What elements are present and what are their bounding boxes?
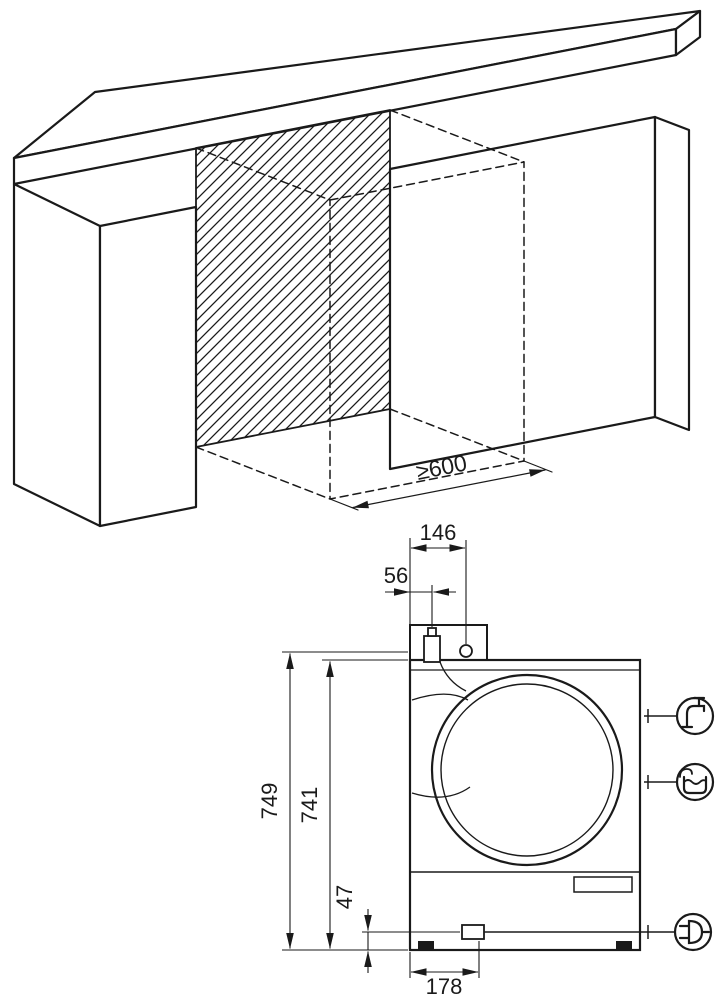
- dimension-annotations: [282, 538, 480, 978]
- service-flap: [573, 876, 633, 893]
- foot-right: [616, 941, 632, 950]
- worktop-right-end: [674, 9, 702, 57]
- dim-178-label: 178: [426, 974, 463, 999]
- niche-width-dimension: [329, 460, 553, 511]
- dim-146-label: 146: [420, 520, 457, 545]
- water-tap-icon: [675, 696, 715, 736]
- extension-line: [523, 460, 553, 473]
- dim-47-label: 47: [332, 885, 357, 909]
- door-outer-ring: [430, 673, 624, 867]
- left-cabinet-front: [98, 205, 198, 528]
- extension-line: [329, 498, 359, 511]
- foot-left: [418, 941, 434, 950]
- water-inlet-valve: [423, 635, 441, 663]
- right-cabinet-side: [653, 115, 691, 432]
- left-end-panel: [12, 182, 102, 528]
- water-inlet-valve-nub: [427, 627, 437, 637]
- door-inner-ring: [440, 683, 614, 857]
- drain-hose-outlet: [459, 644, 473, 658]
- dim-741-label: 741: [297, 787, 322, 824]
- isometric-niche-view: ≥600: [12, 9, 702, 528]
- dim-56-label: 56: [384, 563, 408, 588]
- power-cord-box: [461, 924, 485, 940]
- front-elevation-view: [408, 624, 674, 952]
- niche-hatched-section: [195, 109, 391, 448]
- right-cabinet-front: [388, 115, 657, 471]
- connection-icons: [644, 696, 715, 952]
- power-plug-icon: [673, 912, 713, 952]
- dim-749-label: 749: [257, 783, 282, 820]
- machine-top-step: [409, 624, 488, 660]
- dimension-arrow: [352, 469, 546, 509]
- drain-icon: [675, 762, 715, 802]
